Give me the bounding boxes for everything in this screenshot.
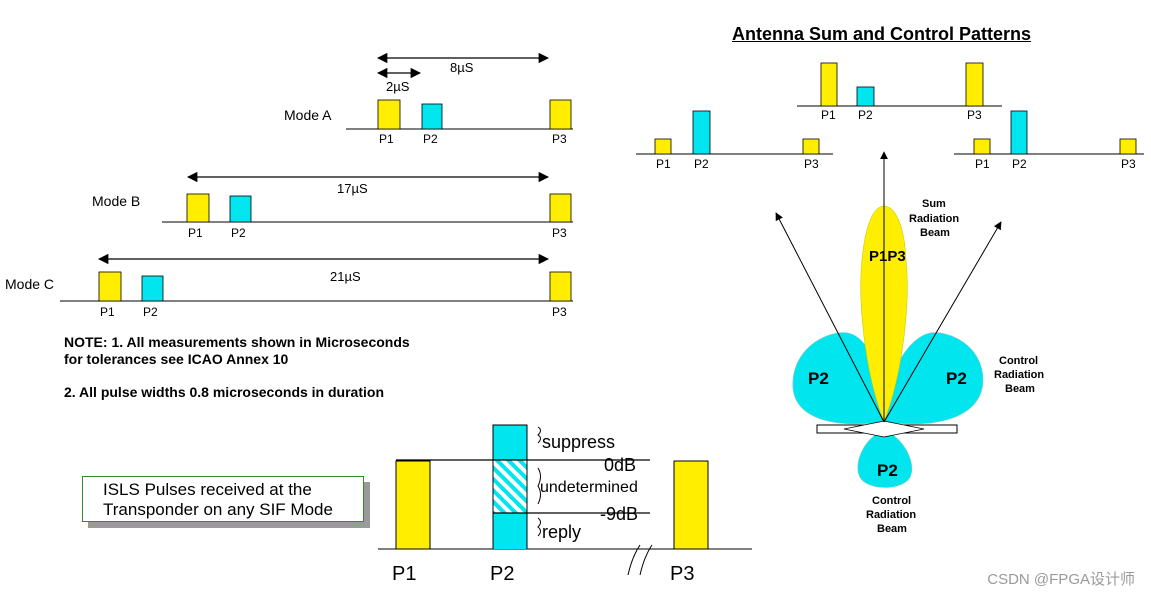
- dim-label-8us: 8µS: [450, 60, 474, 75]
- mode-c-p3-label: P3: [552, 305, 567, 319]
- mode-b-p1-label: P1: [188, 226, 203, 240]
- pattern-left-p2-label: P2: [694, 157, 709, 171]
- pattern-top-p1: [820, 62, 838, 107]
- pattern-top-p3: [965, 62, 984, 107]
- mode-b-p1-pulse: [186, 193, 210, 223]
- note-line-3: 2. All pulse widths 0.8 microseconds in …: [64, 384, 384, 400]
- pattern-left-p3: [802, 138, 820, 155]
- right-lobe-label: P2: [946, 369, 967, 388]
- mode-c-p1-label: P1: [100, 305, 115, 319]
- time-break-marks: [627, 544, 653, 576]
- pattern-right-p2-label: P2: [1012, 157, 1027, 171]
- pattern-right-p1: [973, 138, 991, 155]
- mode-b-p3-pulse: [549, 193, 572, 223]
- sum-beam-caption-1: Sum: [922, 198, 946, 210]
- pattern-right-p2: [1010, 110, 1028, 155]
- dim-label-2us: 2µS: [386, 79, 410, 94]
- isls-p3-label: P3: [670, 563, 694, 585]
- minus9-db-label: -9dB: [600, 504, 638, 524]
- control-beam-right-caption-3: Beam: [1005, 383, 1035, 395]
- pattern-left-p2: [692, 110, 711, 155]
- mode-a-p2-pulse: [421, 103, 443, 130]
- mode-a-p2-label: P2: [423, 132, 438, 146]
- isls-p1-label: P1: [392, 563, 416, 585]
- undetermined-label: undetermined: [540, 479, 638, 496]
- antenna-beam-pattern: P1P3 P2 P2 P2 Sum Radiation Beam Control…: [775, 151, 1044, 535]
- pattern-left-p1-label: P1: [656, 157, 671, 171]
- pattern-top-p3-label: P3: [967, 108, 982, 122]
- dim-label-17us: 17µS: [337, 181, 368, 196]
- isls-p2-reply-region: [493, 513, 527, 549]
- isls-caption-line-1: ISLS Pulses received at the: [103, 480, 312, 499]
- dim-label-21us: 21µS: [330, 269, 361, 284]
- back-lobe-label: P2: [877, 461, 898, 480]
- pattern-top-p2: [856, 86, 875, 107]
- control-beam-back-caption-3: Beam: [877, 523, 907, 535]
- note-line-1: NOTE: 1. All measurements shown in Micro…: [64, 334, 410, 350]
- control-beam-back-caption-1: Control: [872, 495, 911, 507]
- isls-p2-label: P2: [490, 563, 514, 585]
- mode-b-p2-label: P2: [231, 226, 246, 240]
- mode-c-p3-pulse: [549, 271, 572, 302]
- undetermined-brace: [537, 467, 541, 505]
- reply-brace: [537, 517, 541, 537]
- pattern-title: Antenna Sum and Control Patterns: [732, 24, 1032, 44]
- suppress-brace: [537, 426, 541, 444]
- pattern-right-p3-label: P3: [1121, 157, 1136, 171]
- mode-b-p2-pulse: [229, 195, 252, 223]
- isls-caption-line-2: Transponder on any SIF Mode: [103, 500, 333, 519]
- suppress-label: suppress: [542, 432, 615, 452]
- pattern-left: P1 P2 P3: [636, 110, 833, 171]
- control-beam-right-caption-1: Control: [999, 355, 1038, 367]
- isls-p2-suppress-region: [492, 424, 528, 461]
- mode-c-timing: 21µS Mode C P1 P2 P3: [5, 253, 573, 319]
- mode-a-p3-pulse: [549, 99, 572, 130]
- control-beam-back-lobe: [857, 429, 913, 488]
- isls-caption-box: ISLS Pulses received at the Transponder …: [82, 476, 364, 522]
- isls-p3-pulse: [673, 460, 709, 550]
- sum-beam-label: P1P3: [869, 248, 906, 265]
- left-direction-arrow: [775, 212, 885, 423]
- pattern-right-p3: [1119, 138, 1137, 155]
- mode-b-label: Mode B: [92, 193, 140, 209]
- control-beam-back-caption-2: Radiation: [866, 509, 916, 521]
- mode-a-p1-pulse: [377, 99, 401, 130]
- isls-pulse-diagram: suppress 0dB undetermined -9dB reply P1 …: [378, 424, 752, 585]
- right-direction-arrow: [883, 221, 1002, 423]
- mode-a-p3-label: P3: [552, 132, 567, 146]
- isls-p2-undetermined-region: [493, 460, 527, 513]
- pattern-top-center: P1 P2 P3: [797, 62, 1002, 122]
- pattern-left-p1: [654, 138, 672, 155]
- antenna-feed: [843, 420, 925, 438]
- mode-b-timing: 17µS Mode B P1 P2 P3: [92, 171, 573, 240]
- watermark: CSDN @FPGA设计师: [987, 571, 1135, 588]
- mode-a-p1-label: P1: [379, 132, 394, 146]
- sum-beam-caption-2: Radiation: [909, 213, 959, 225]
- mode-a-label: Mode A: [284, 107, 332, 123]
- pattern-top-p1-label: P1: [821, 108, 836, 122]
- note-line-2: for tolerances see ICAO Annex 10: [64, 351, 289, 367]
- pattern-right: P1 P2 P3: [954, 110, 1144, 171]
- reply-label: reply: [542, 522, 581, 542]
- pattern-left-p3-label: P3: [804, 157, 819, 171]
- control-beam-right-caption-2: Radiation: [994, 369, 1044, 381]
- pattern-top-p2-label: P2: [858, 108, 873, 122]
- mode-c-p1-pulse: [98, 271, 122, 302]
- mode-c-label: Mode C: [5, 276, 54, 292]
- mode-a-timing: 8µS 2µS Mode A P1 P2 P3: [284, 52, 573, 146]
- zero-db-label: 0dB: [604, 455, 636, 475]
- mode-b-p3-label: P3: [552, 226, 567, 240]
- pattern-right-p1-label: P1: [975, 157, 990, 171]
- left-lobe-label: P2: [808, 369, 829, 388]
- sum-beam-caption-3: Beam: [920, 227, 950, 239]
- mode-c-p2-pulse: [141, 275, 164, 302]
- mode-c-p2-label: P2: [143, 305, 158, 319]
- isls-p1-pulse: [395, 460, 431, 550]
